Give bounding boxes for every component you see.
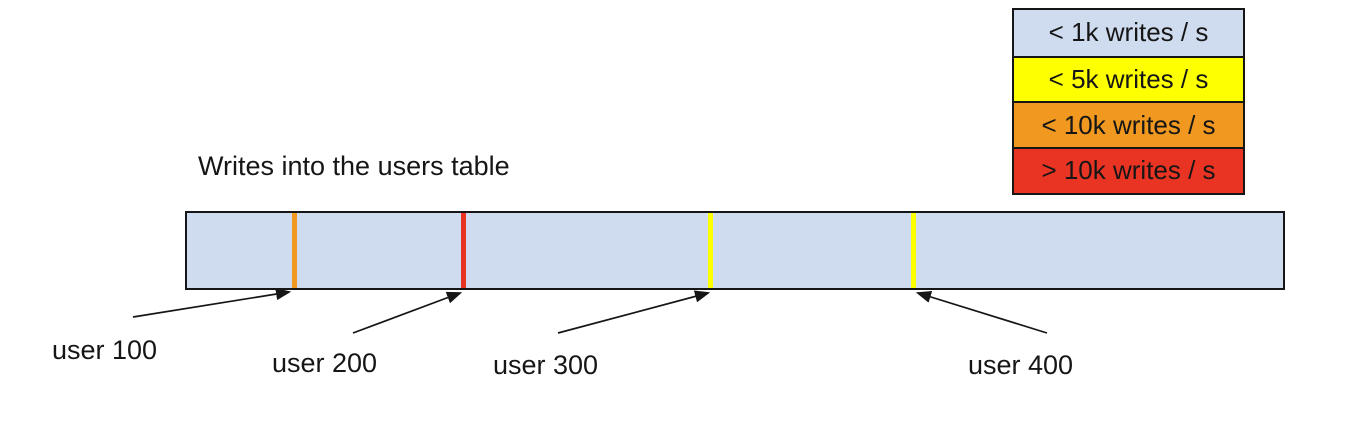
hotspot-stripe-user-400 [911, 213, 917, 288]
arrow-user-300 [557, 290, 711, 334]
legend-item-label: < 10k writes / s [1041, 109, 1216, 140]
users-table-bar [185, 211, 1285, 290]
hotspot-stripe-user-100 [291, 213, 297, 288]
legend-item-lt-5k: < 5k writes / s [1014, 55, 1243, 102]
legend: < 1k writes / s < 5k writes / s < 10k wr… [1012, 8, 1245, 195]
hotspot-stripe-user-300 [708, 213, 714, 288]
arrow-user-200 [352, 291, 463, 334]
legend-item-lt-1k: < 1k writes / s [1014, 10, 1243, 56]
legend-item-label: > 10k writes / s [1041, 155, 1216, 186]
label-user-200: user 200 [272, 348, 378, 378]
legend-item-label: < 1k writes / s [1048, 17, 1209, 48]
arrow-user-100 [132, 288, 292, 318]
label-user-400: user 400 [968, 350, 1074, 380]
legend-item-lt-10k: < 10k writes / s [1014, 101, 1243, 148]
label-user-300: user 300 [493, 350, 599, 380]
legend-item-gt-10k: > 10k writes / s [1014, 147, 1243, 193]
legend-item-label: < 5k writes / s [1048, 64, 1209, 95]
diagram-title: Writes into the users table [198, 151, 510, 181]
hotspot-stripe-user-200 [460, 213, 466, 288]
label-user-100: user 100 [52, 335, 158, 365]
arrow-user-400 [915, 291, 1048, 334]
